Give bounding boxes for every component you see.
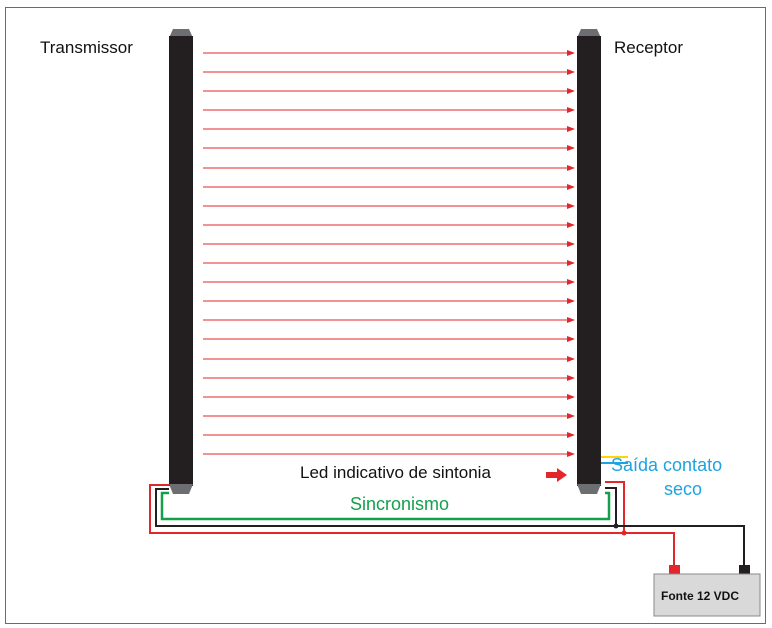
receiver-body <box>577 36 601 486</box>
receiver-bottom-cap <box>577 484 601 494</box>
receiver-bar <box>577 29 601 494</box>
sync-label: Sincronismo <box>350 494 450 514</box>
output-label-line1: Saída contato <box>611 455 723 475</box>
psu-positive-terminal <box>669 565 680 574</box>
transmitter-top-cap <box>169 29 193 38</box>
transmitter-body <box>169 36 193 486</box>
receiver-top-cap <box>577 29 601 38</box>
transmitter-bar <box>169 29 193 494</box>
transmitter-label: Transmissor <box>40 38 133 57</box>
psu-positive-wire <box>624 532 675 565</box>
power-wire <box>149 481 625 534</box>
sync-wire <box>160 491 611 521</box>
power-supply-box <box>653 573 761 617</box>
psu-negative-terminal <box>739 565 750 574</box>
transmitter-bottom-cap <box>169 484 193 494</box>
diagram-frame <box>5 7 766 624</box>
led-pointer-arrow <box>546 468 567 482</box>
psu-negative-wire <box>616 525 745 565</box>
beam-group <box>203 50 575 457</box>
ground-wire <box>155 487 617 527</box>
receiver-label: Receptor <box>614 38 683 57</box>
output-label-line2: seco <box>664 479 703 499</box>
led-label: Led indicativo de sintonia <box>300 463 491 482</box>
power-supply-label: Fonte 12 VDC <box>661 589 740 603</box>
